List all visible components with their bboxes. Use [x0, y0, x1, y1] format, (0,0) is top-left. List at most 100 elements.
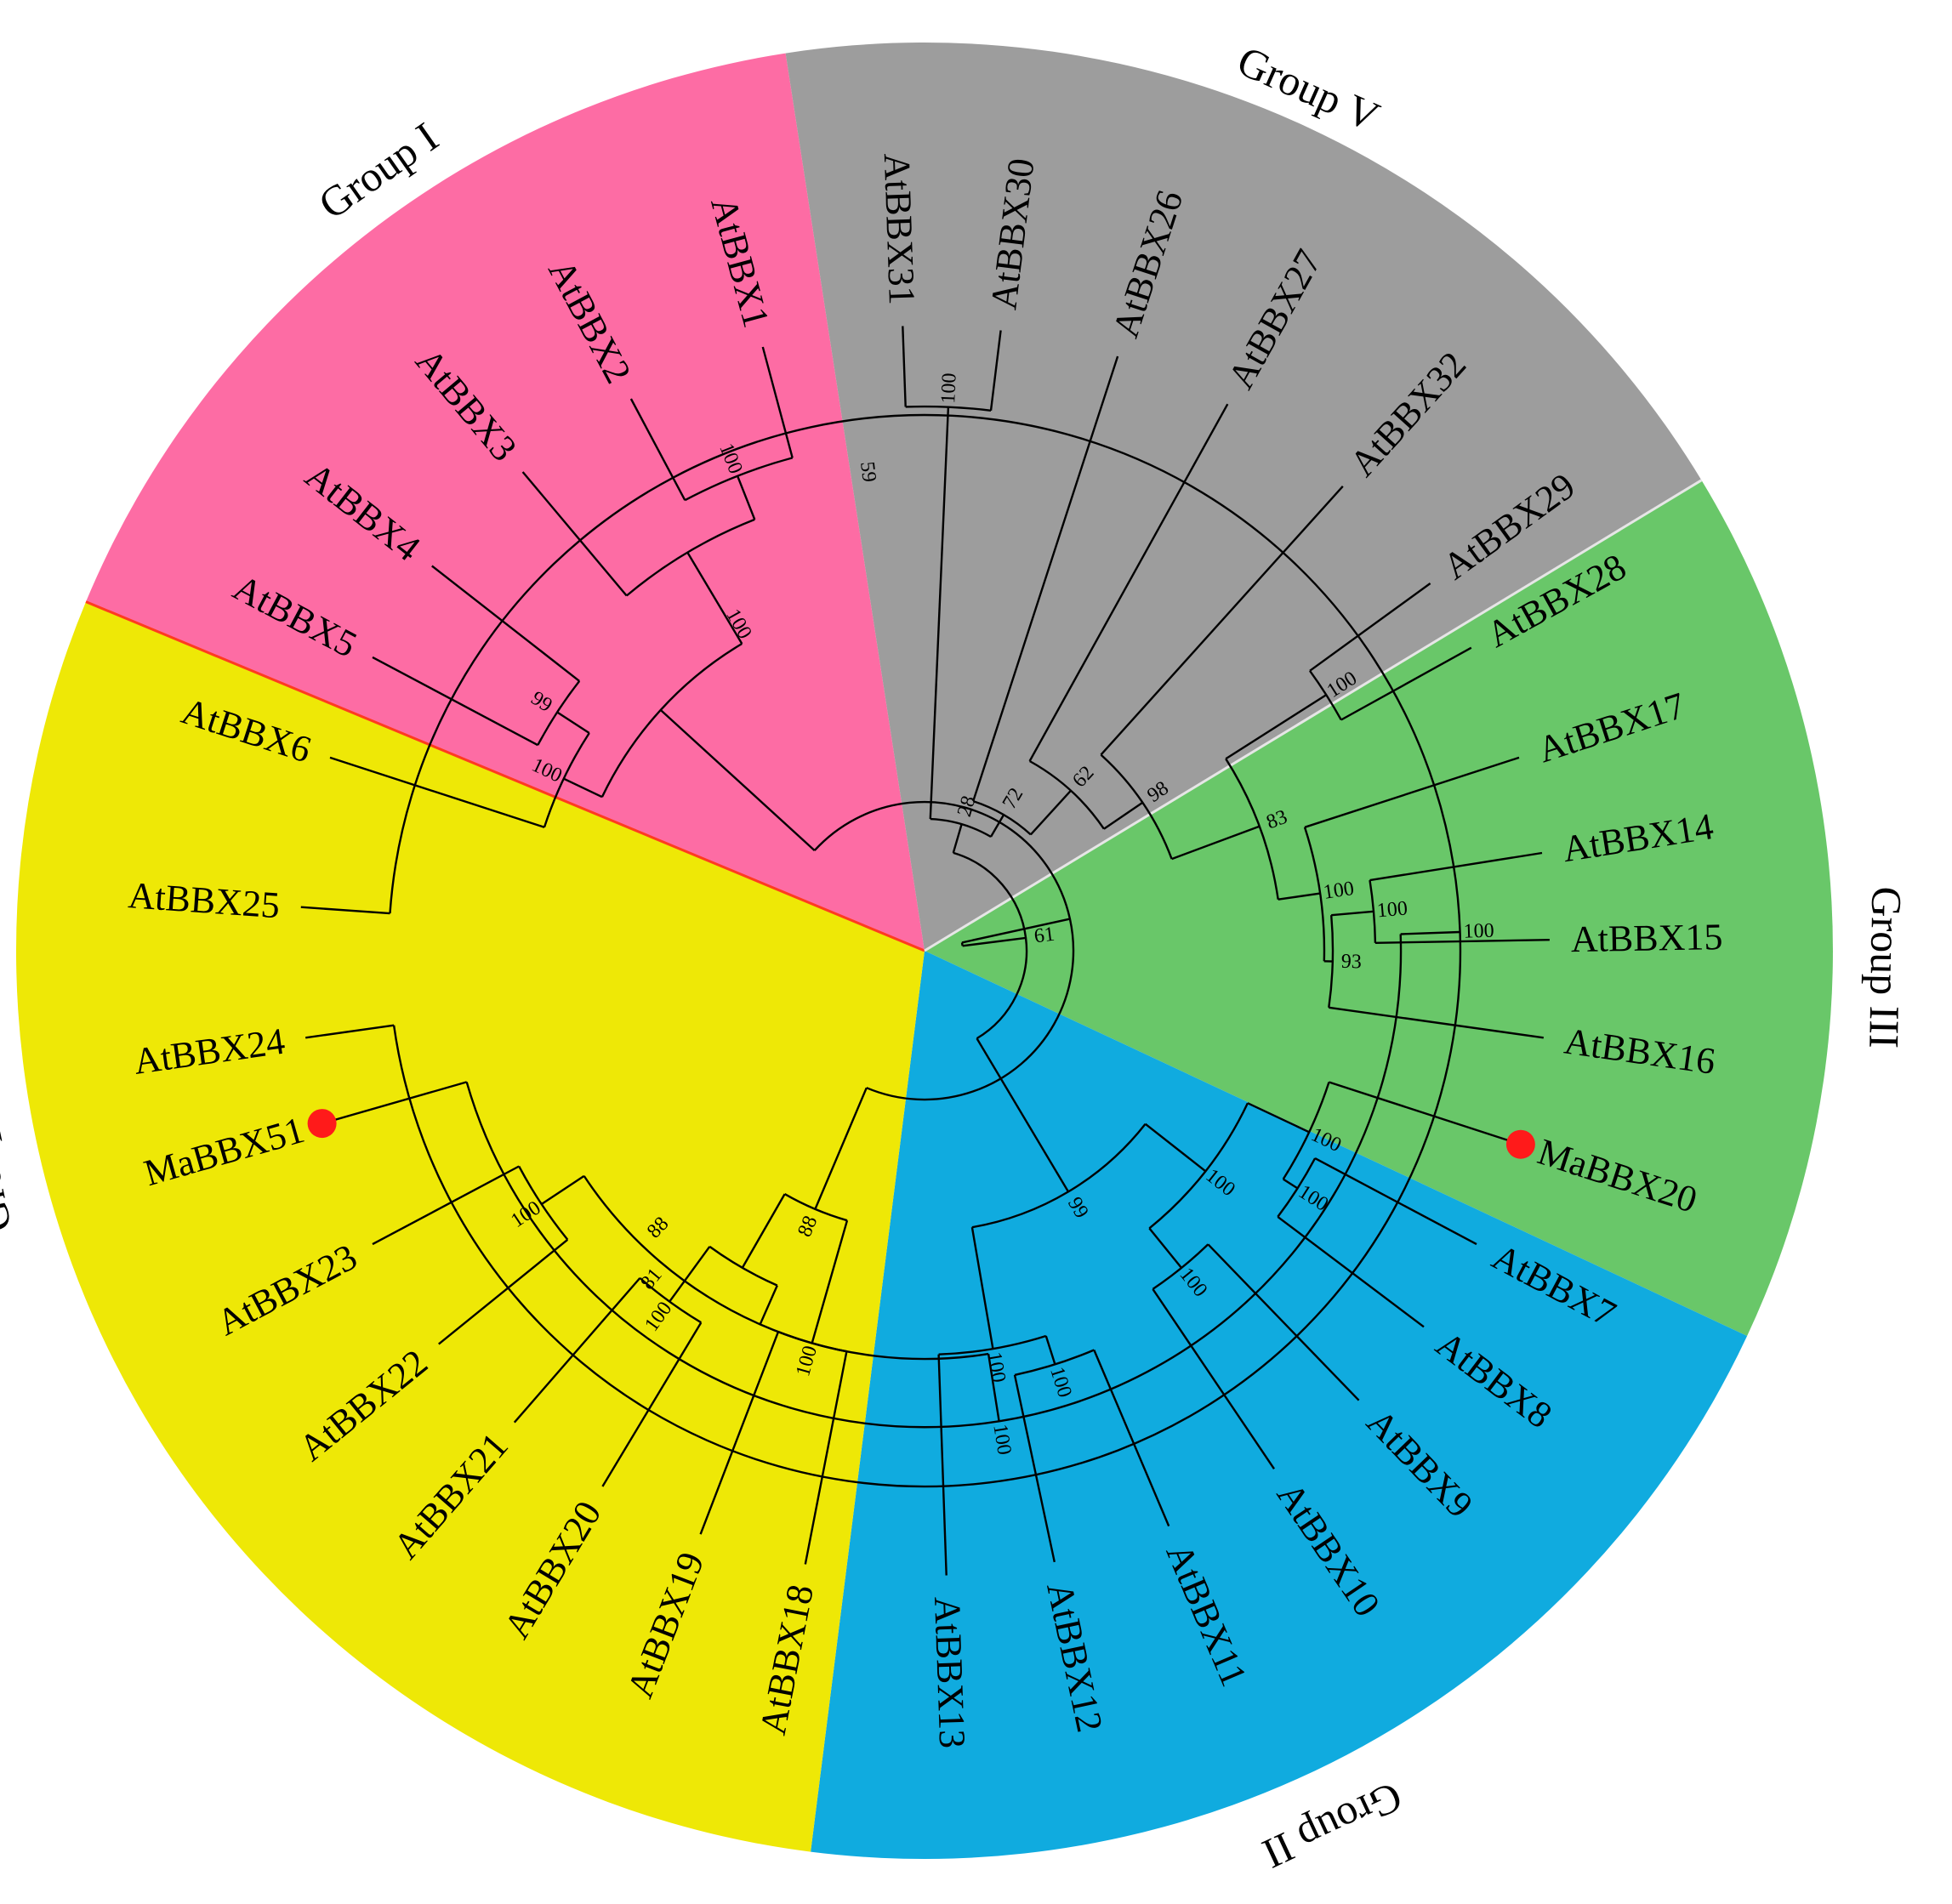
branch-edge-cG35 [952, 823, 963, 854]
branch-arc-cA [813, 800, 1075, 1101]
branch-edge-AtBBX22 [438, 1238, 569, 1345]
bootstrap-value-c13_11: 100 [982, 1350, 1010, 1384]
branch-edge-c25_20 [741, 1193, 786, 1269]
branch-arc-cG235 [953, 851, 1028, 1040]
branch-edge-cG3_27 [1029, 789, 1072, 836]
highlight-dot-mabbx51 [307, 1109, 337, 1139]
sector-group-ii [811, 951, 1748, 1860]
branch-edge-c25_22 [759, 1285, 778, 1325]
bootstrap-value-c25_51: 100 [988, 1423, 1015, 1457]
branch-edge-AtBBX27 [1028, 403, 1229, 762]
branch-edge-AtBBX14 [1369, 851, 1543, 882]
branch-arc-c16_14 [1328, 915, 1335, 1008]
branch-edge-c456 [563, 777, 603, 799]
branch-arc-c12_11 [1014, 1349, 1095, 1377]
branch-edge-AtBBX15 [1374, 939, 1550, 944]
branch-edge-AtBBX16 [1329, 1006, 1544, 1039]
sector-group-iii [925, 480, 1833, 1336]
branch-edge-AtBBX9 [1207, 1243, 1360, 1401]
branch-arc-c123 [625, 518, 755, 597]
branch-edge-cG1 [659, 709, 816, 851]
branch-edge-AtBBX20 [601, 1321, 703, 1487]
group-label-ii: Group II [1255, 1773, 1409, 1878]
branch-edge-AtBBX11 [1093, 1350, 1170, 1527]
branch-arc-c456 [543, 732, 590, 828]
branch-edge-AtBBX23 [372, 1165, 520, 1246]
branch-edge-cG235 [962, 936, 1027, 947]
leaf-label-atbbx13: AtBBX13 [926, 1596, 973, 1749]
branch-edge-AtBBX32 [1100, 485, 1344, 756]
branch-edge-c21_20 [669, 1246, 711, 1303]
branch-edge-AtBBX31 [902, 326, 907, 407]
branch-arc-c8_20 [1282, 1082, 1330, 1180]
branch-arc-c19_18 [777, 1330, 847, 1353]
branch-edge-AtBBX25 [300, 906, 390, 915]
branch-edge-c4_5 [556, 711, 590, 735]
branch-arc-c10_9 [1152, 1243, 1209, 1290]
branch-edge-AtBBX13 [937, 1354, 948, 1576]
group-label-iii: Group III [1860, 886, 1910, 1049]
branch-edge-AtBBX19 [699, 1331, 780, 1535]
bootstrap-value-c30_31: 100 [937, 372, 961, 404]
tree-branches [300, 326, 1550, 1576]
branch-arc-cG3_28 [1225, 758, 1279, 900]
branch-edge-AtBBX2 [629, 398, 686, 501]
branch-edge-c30_31 [929, 406, 950, 820]
branch-edge-AtBBX3 [521, 471, 628, 597]
branch-arc-c4_5 [537, 680, 581, 746]
branch-edge-c1_2 [736, 475, 756, 520]
bootstrap-value-c25_24: 100 [1463, 920, 1494, 943]
sector-boundary-line [924, 479, 1703, 952]
branch-edge-AtBBX17 [1304, 756, 1520, 828]
bootstrap-value-c123: 59 [856, 460, 880, 483]
sector-boundary-line [85, 600, 925, 952]
branch-arc-c30_31 [905, 405, 992, 412]
bootstrap-value-cG235: 61 [1033, 924, 1056, 948]
branch-edge-MaBBX20 [1329, 1081, 1520, 1145]
branch-edge-AtBBX29 [1309, 583, 1431, 672]
branch-edge-c8_20 [1247, 1102, 1310, 1134]
branch-arc-c25_20 [709, 1245, 778, 1287]
branch-arc-c8_7 [1277, 1157, 1317, 1218]
branch-edge-c25_51 [987, 1353, 1000, 1422]
group-sectors [15, 43, 1833, 1860]
branch-edge-c13_11 [970, 1226, 994, 1350]
branch-arc-cG35 [930, 817, 992, 838]
branch-edge-AtBBX7 [1314, 1157, 1477, 1246]
branch-edge-cG3_26 [989, 814, 1005, 838]
branch-edge-AtBBX4 [431, 565, 580, 682]
sector-group-v [785, 43, 1702, 951]
branch-edge-AtBBX12 [1013, 1374, 1056, 1563]
branch-arc-cG1 [600, 642, 743, 798]
branch-arc-c25_51 [465, 934, 1403, 1429]
branch-edge-AtBBX28 [1340, 646, 1472, 721]
branch-edge-AtBBX6 [329, 756, 545, 828]
branch-arc-c23_22 [518, 1165, 569, 1241]
branch-arc-c21_20 [639, 1276, 702, 1324]
branch-edge-c25_24 [1400, 930, 1460, 935]
branch-edge-c28_29 [1225, 694, 1327, 760]
branch-edge-c16_17 [1278, 892, 1321, 901]
branch-edge-AtBBX18 [804, 1350, 848, 1565]
branch-arc-c13_11 [938, 1334, 1047, 1356]
branch-arc-c10_20 [1148, 1102, 1249, 1230]
branch-arc-cG4 [784, 1193, 848, 1222]
highlight-markers [307, 1109, 1535, 1159]
branch-edge-AtBBX26 [972, 355, 1119, 802]
highlight-dot-mabbx20 [1505, 1129, 1535, 1159]
bootstrap-value-c15_14: 100 [1376, 897, 1409, 922]
branch-edge-AtBBX24 [305, 1024, 395, 1039]
branch-arc-c25_22 [583, 1175, 989, 1361]
branch-edge-AtBBX10 [1152, 1288, 1275, 1469]
branch-edge-AtBBX8 [1277, 1215, 1425, 1328]
branch-arc-c1_2 [684, 457, 794, 502]
branch-edge-c10_20 [1144, 1123, 1207, 1173]
branch-edge-cG2 [976, 1037, 1070, 1193]
branch-edge-MaBBX51 [323, 1081, 468, 1124]
leaf-label-atbbx31: AtBBX31 [876, 152, 923, 305]
group-label-iv: Group IV [0, 1066, 20, 1236]
branch-edge-c123 [686, 551, 743, 645]
leaf-label-atbbx15: AtBBX15 [1570, 916, 1722, 960]
branch-arc-cG3_26 [972, 799, 1032, 836]
